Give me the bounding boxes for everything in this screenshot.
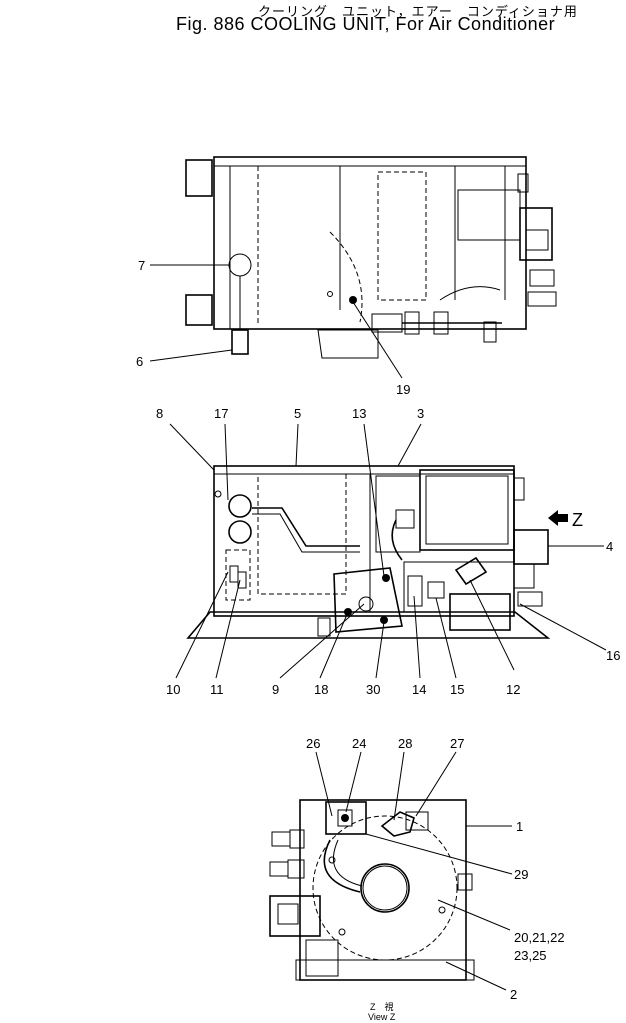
view-z-caption-en: View Z: [368, 1012, 396, 1022]
callout-4: 4: [606, 539, 613, 554]
callout-23-25: 23,25: [514, 948, 547, 963]
callout-2: 2: [510, 987, 517, 1002]
view-z-label: Z: [572, 510, 583, 530]
callout-29: 29: [514, 867, 528, 882]
view-z-caption-jp: Z 視: [370, 1001, 394, 1012]
callout-24: 24: [352, 736, 366, 751]
callout-17: 17: [214, 406, 228, 421]
callout-5: 5: [294, 406, 301, 421]
callout-15: 15: [450, 682, 464, 697]
callout-7: 7: [138, 258, 145, 273]
view-z-arrow: [548, 510, 568, 526]
callout-14: 14: [412, 682, 426, 697]
japanese-title: クーリング ユニット，エアー コンディショナ用: [258, 4, 578, 19]
callout-28: 28: [398, 736, 412, 751]
callout-8: 8: [156, 406, 163, 421]
callout-6: 6: [136, 354, 143, 369]
callout-18: 18: [314, 682, 328, 697]
view-side: [186, 465, 551, 639]
callout-16: 16: [606, 648, 620, 663]
callout-30: 30: [366, 682, 380, 697]
callout-13: 13: [352, 406, 366, 421]
view-top: [185, 156, 557, 359]
callout-3: 3: [417, 406, 424, 421]
callout-27: 27: [450, 736, 464, 751]
callout-12: 12: [506, 682, 520, 697]
figure-title: Fig. 886 COOLING UNIT, For Air Condition…: [176, 14, 556, 34]
callout-10: 10: [166, 682, 180, 697]
view-z: [269, 799, 475, 981]
callout-20-21-22: 20,21,22: [514, 930, 565, 945]
callout-1: 1: [516, 819, 523, 834]
callout-9: 9: [272, 682, 279, 697]
callout-26: 26: [306, 736, 320, 751]
callout-19: 19: [396, 382, 410, 397]
callout-11: 11: [210, 682, 224, 697]
